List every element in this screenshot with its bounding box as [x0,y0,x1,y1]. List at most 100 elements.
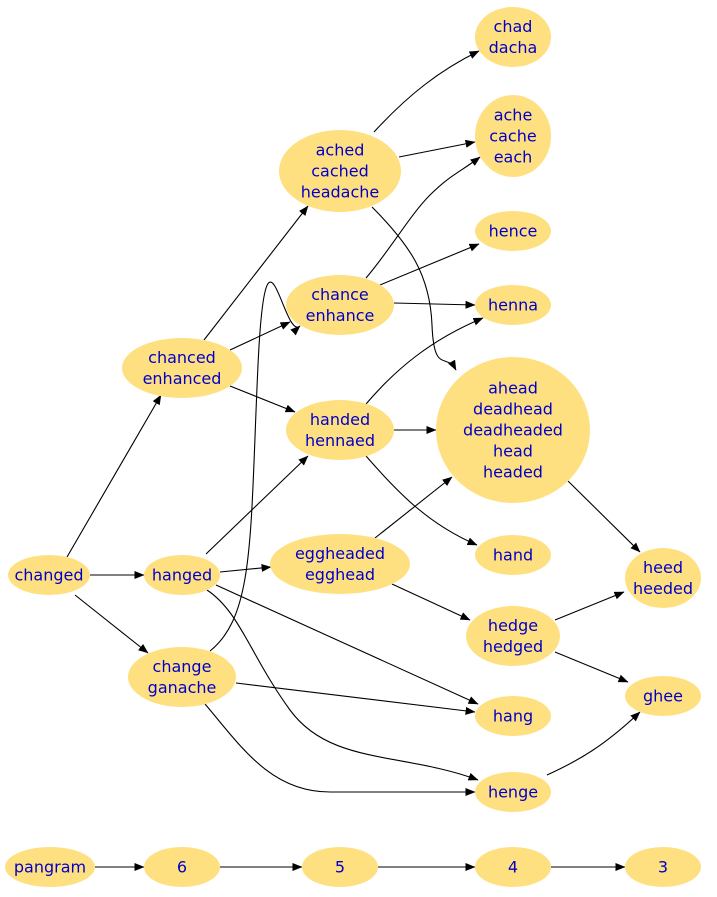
node-label: cached [311,162,369,181]
node-label: ganache [148,678,217,697]
node-henge: henge [475,772,551,812]
node-label: deadheaded [463,421,563,440]
node-hedge-hedged: hedge hedged [466,606,560,666]
node-ellipse [475,211,551,251]
node-ellipse [475,847,551,887]
node-hand: hand [475,535,551,575]
edge-change-ganache-to-henge [204,703,476,796]
edge-changed-to-change-ganache [74,594,149,654]
edge-chanced-enhanced-to-ached-cached-headache [203,205,309,341]
node-changed: changed [8,555,90,595]
edge-ached-cached-headache-to-chad-dacha [373,50,480,133]
edge-ahead-group-to-heed-heeded [567,480,641,553]
node-ached-cached-headache: ached cached headache [279,130,401,212]
edge-chance-enhance-to-henna [393,300,476,309]
edge-ached-cached-headache-to-ache-cache-each [398,139,476,158]
node-label: chad [494,17,533,36]
node-label: head [493,442,533,461]
node-label: 5 [335,858,345,877]
node-change-ganache: change ganache [128,647,236,707]
edge-eggheaded-egghead-to-ahead-group [374,476,453,539]
node-label: handed [310,410,370,429]
node-label: enhanced [143,369,222,388]
node-label: deadhead [473,400,553,419]
node-label: 3 [658,858,668,877]
node-label: hanged [152,566,212,585]
node-ellipse [625,548,701,608]
edge-eggheaded-egghead-to-hedge-hedged [391,583,471,621]
node-label: hedge [488,616,538,635]
node-label: chance [311,285,369,304]
node-label: ached [316,141,365,160]
node-ellipse [475,535,551,575]
node-label: chanced [148,348,216,367]
node-ellipse [286,400,394,460]
node-label: headed [483,463,543,482]
node-label: 6 [177,858,187,877]
edge-hanged-to-eggheaded-egghead [219,563,272,573]
edge-chance-enhance-to-hence [379,243,480,286]
edge-hanged-to-handed-hennaed [205,455,309,555]
edge-henge-to-ghee [546,711,641,776]
node-label: heed [643,558,683,577]
node-label: heeded [633,579,693,598]
node-ellipse [475,95,551,177]
node-ellipse [475,696,551,736]
node-label: headache [301,183,380,202]
node-len-6: 6 [144,847,220,887]
node-chanced-enhanced: chanced enhanced [122,338,242,398]
node-ellipse [475,772,551,812]
node-ellipse [436,357,590,503]
node-label: hennaed [305,431,375,450]
edge-change-ganache-to-hang [235,682,476,715]
node-ellipse [286,275,394,335]
node-hang: hang [475,696,551,736]
node-ellipse [475,285,551,325]
edge-changed-to-chanced-enhanced [66,394,162,558]
node-len-5: 5 [302,847,378,887]
node-label: change [153,657,212,676]
node-label: ache [494,106,533,125]
node-label: henna [488,296,538,315]
node-ellipse [475,7,551,67]
edge-hanged-to-hang [215,584,479,705]
node-ahead-group: ahead deadhead deadheaded head headed [436,357,590,503]
node-label: 4 [508,858,518,877]
edge-chanced-enhanced-to-handed-hennaed [229,385,296,413]
node-label: eggheaded [295,544,385,563]
nodes-layer: changed chanced enhanced hanged change ganach… [5,7,701,887]
edge-handed-hennaed-to-henna [365,317,484,405]
node-ellipse [144,847,220,887]
node-label: egghead [305,565,375,584]
node-ellipse [144,555,220,595]
edge-handed-hennaed-to-hand [365,455,478,546]
node-handed-hennaed: handed hennaed [286,400,394,460]
node-ellipse [466,606,560,666]
node-label: dacha [489,38,538,57]
node-hence: hence [475,211,551,251]
node-label: enhance [306,306,375,325]
node-ellipse [625,676,701,716]
node-hanged: hanged [144,555,220,595]
node-label: pangram [14,858,86,877]
edges-layer [66,50,641,871]
node-label: hedged [483,637,543,656]
edge-hedge-hedged-to-ghee [554,651,629,683]
edge-ached-cached-headache-to-ahead-group [371,206,457,371]
node-ellipse [270,534,410,594]
node-ellipse [279,130,401,212]
node-len-3: 3 [625,847,701,887]
node-label: ahead [488,379,538,398]
node-ellipse [8,555,90,595]
node-eggheaded-egghead: eggheaded egghead [270,534,410,594]
edge-hedge-hedged-to-heed-heeded [554,591,625,621]
node-heed-heeded: heed heeded [625,548,701,608]
node-len-4: 4 [475,847,551,887]
node-label: ghee [643,687,683,706]
node-ellipse [128,647,236,707]
node-ellipse [302,847,378,887]
edge-chance-enhance-to-ache-cache-each [365,156,481,279]
node-henna: henna [475,285,551,325]
